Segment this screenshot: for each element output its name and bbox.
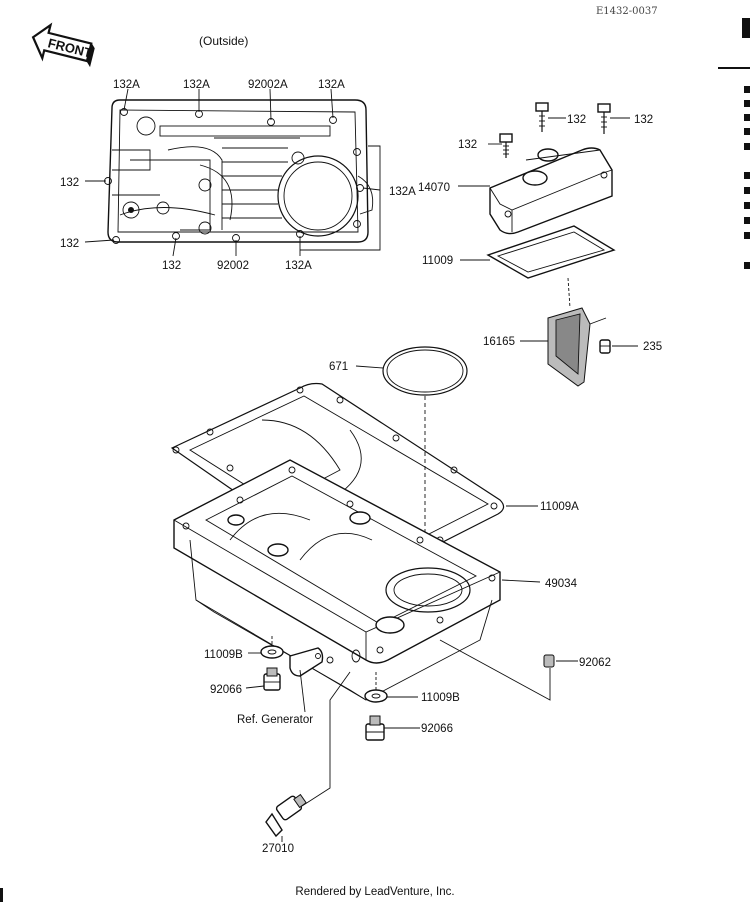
label-132: 132 — [458, 139, 477, 151]
label-11009b: 11009B — [421, 692, 460, 704]
front-arrow-icon: FRONT — [31, 22, 95, 68]
outside-ribs — [214, 137, 300, 219]
label-11009: 11009 — [422, 255, 453, 267]
plug-92062 — [439, 639, 578, 701]
bolt-132-middle — [535, 102, 549, 132]
footer-credit: Rendered by LeadVenture, Inc. — [295, 886, 455, 898]
label-27010: 27010 — [262, 843, 294, 855]
label-132: 132 — [567, 114, 586, 126]
label-11009a: 11009A — [540, 501, 579, 513]
label-11009b: 11009B — [204, 649, 243, 661]
label-132a: 132A — [285, 260, 312, 272]
label-132: 132 — [60, 177, 79, 189]
oil-pressure-switch-27010 — [265, 671, 351, 842]
oil-pan-outside-view — [104, 99, 381, 251]
label-92066: 92066 — [421, 723, 453, 735]
label-132a: 132A — [389, 186, 416, 198]
ref-code: E1432-0037 — [596, 6, 658, 17]
label-16165: 16165 — [483, 336, 515, 348]
label-132: 132 — [634, 114, 653, 126]
label-49034: 49034 — [545, 578, 578, 590]
label-92002: 92002 — [217, 260, 249, 272]
label-14070: 14070 — [418, 182, 450, 194]
label-92002a: 92002A — [248, 79, 288, 91]
generator-bracket — [289, 647, 324, 713]
outside-label: (Outside) — [199, 34, 248, 48]
label-ref-generator: Ref. Generator — [237, 714, 313, 726]
label-671: 671 — [329, 361, 348, 373]
oil-pan-49034 — [173, 459, 541, 701]
bolt-132-left — [499, 133, 513, 158]
label-132: 132 — [60, 238, 79, 250]
drain-washer-11009b-left — [248, 636, 284, 659]
outside-leaders — [84, 88, 381, 257]
drain-bolt-92066-left — [245, 667, 281, 691]
label-132a: 132A — [318, 79, 345, 91]
label-92062: 92062 — [579, 657, 611, 669]
label-92066: 92066 — [210, 684, 242, 696]
label-132a: 132A — [183, 79, 210, 91]
label-132: 132 — [162, 260, 181, 272]
drain-bolt-92066-right — [365, 715, 420, 741]
label-235: 235 — [643, 341, 662, 353]
breather-cover-assembly — [458, 102, 638, 387]
bolt-132-right — [597, 103, 611, 134]
drain-washer-11009b-right — [364, 672, 418, 703]
label-132a: 132A — [113, 79, 140, 91]
page-edge-marks — [0, 18, 750, 902]
